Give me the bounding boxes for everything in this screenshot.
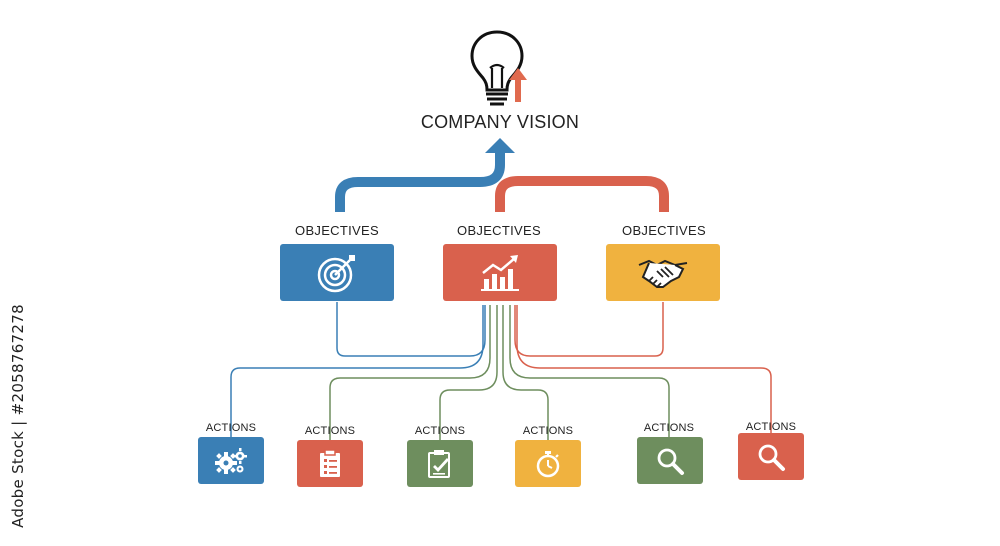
- action-label: ACTIONS: [304, 425, 356, 437]
- growth-chart-icon: [481, 254, 519, 291]
- stock-watermark: Adobe Stock | #2058767278: [9, 298, 27, 533]
- page-title: COMPANY VISION: [420, 112, 580, 132]
- action-box-gears: [198, 437, 264, 484]
- action-label: ACTIONS: [522, 425, 574, 437]
- gears-icon: [215, 447, 247, 474]
- clipboard-list-icon: [320, 448, 340, 477]
- objective-label: OBJECTIVES: [295, 223, 379, 238]
- lightbulb-icon: [470, 30, 527, 106]
- action-label: ACTIONS: [414, 425, 466, 437]
- action-box-magnifier-red: [738, 433, 804, 480]
- objective-box-target: [280, 244, 394, 301]
- target-icon: [317, 254, 355, 292]
- action-label: ACTIONS: [745, 421, 797, 433]
- blue-arrow-to-vision: [335, 152, 505, 212]
- blue-arrow-head: [485, 138, 515, 153]
- action-box-magnifier-green: [637, 437, 703, 484]
- objective-box-handshake: [606, 244, 720, 301]
- action-box-stopwatch: [515, 440, 581, 487]
- magnifier-icon: [657, 448, 684, 475]
- stopwatch-icon: [536, 450, 560, 477]
- handshake-icon: [638, 259, 688, 288]
- action-box-clipboard-list: [297, 440, 363, 487]
- clipboard-check-icon: [428, 449, 450, 478]
- magnifier-icon: [758, 444, 785, 471]
- action-label: ACTIONS: [205, 422, 257, 434]
- action-box-clipboard-check: [407, 440, 473, 487]
- objective-label: OBJECTIVES: [622, 223, 706, 238]
- red-bracket: [495, 176, 669, 212]
- action-label: ACTIONS: [643, 422, 695, 434]
- objective-label: OBJECTIVES: [457, 223, 541, 238]
- objective-box-growth: [443, 244, 557, 301]
- watermark-text: Adobe Stock | #2058767278: [9, 303, 27, 528]
